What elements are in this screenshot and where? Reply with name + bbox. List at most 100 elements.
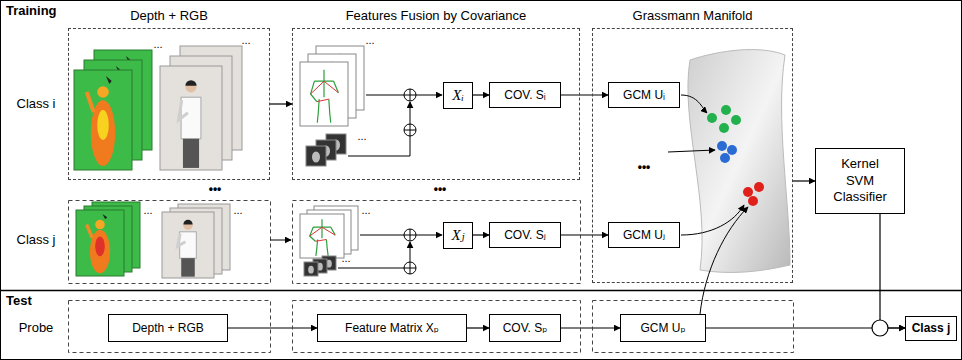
sum-symbol <box>404 89 416 101</box>
sum-symbol <box>404 229 416 241</box>
feature-wire <box>416 235 442 236</box>
rgb-face <box>183 221 192 230</box>
ellipsis-mark: ••• <box>434 183 447 196</box>
class-point <box>707 113 717 123</box>
panel-wire <box>270 240 291 241</box>
class-point <box>743 187 753 197</box>
panel-heading: Grassmann Manifold <box>593 8 792 24</box>
skeleton-frame <box>300 62 348 126</box>
feature-wire <box>366 95 404 96</box>
depth-arm <box>87 225 93 238</box>
depth-mark <box>106 76 112 84</box>
covariance-box: COV. Sₚ <box>489 314 561 342</box>
ellipsis-mark: ... <box>365 34 374 46</box>
skeleton-lines <box>311 70 339 123</box>
depth-head <box>97 86 109 98</box>
sum-symbol <box>404 89 416 101</box>
flow-arrow <box>793 180 815 181</box>
class-point <box>717 141 727 151</box>
feature-wire <box>410 242 411 262</box>
manifold-panel: GCM UᵢGCM UⱼGrassmann Manifold <box>592 28 793 283</box>
flow-arrow <box>561 234 608 235</box>
ellipsis-mark: ... <box>361 204 370 216</box>
flow-arrow <box>467 327 489 328</box>
dashed-panel <box>293 301 581 353</box>
mapping-arrow <box>681 95 707 113</box>
hand-patch <box>306 146 326 166</box>
rgb-hair <box>183 220 192 225</box>
ellipsis-mark: ... <box>241 34 250 46</box>
box-label: Feature Matrix Xₚ <box>345 321 439 336</box>
sum-symbol <box>404 124 416 136</box>
box-label: GCM Uⱼ <box>623 228 665 243</box>
row-label: Probe <box>19 321 54 335</box>
gcm-box: GCM Uᵢ <box>608 82 680 108</box>
gcm-box: GCM Uₚ <box>620 314 706 342</box>
section-separator <box>0 290 962 292</box>
flow-arrow <box>473 94 489 95</box>
ellipsis-mark: ••• <box>638 161 651 174</box>
box-label: Depth + RGB <box>132 321 204 336</box>
input-panel: Depth + RGB <box>68 28 270 180</box>
rgb-hair <box>185 80 196 86</box>
class-point <box>721 105 731 115</box>
row-label: Class i <box>16 97 55 111</box>
rgb-frame <box>160 66 222 170</box>
row-label: Class j <box>16 233 55 247</box>
result-box: Class j <box>905 316 957 341</box>
box-label: Class j <box>912 321 951 336</box>
class-point <box>720 153 730 163</box>
mapping-arrow <box>681 205 744 235</box>
feature-wire <box>338 268 404 269</box>
rgb-trousers <box>183 139 199 168</box>
ellipsis-mark: ... <box>357 130 366 142</box>
box-label: COV. Sⱼ <box>504 228 546 243</box>
ellipsis-mark: ... <box>153 38 162 50</box>
ellipsis-mark: ... <box>341 252 350 264</box>
class-point <box>727 145 737 155</box>
depth-mark <box>102 214 107 219</box>
class-point <box>731 115 741 125</box>
feature-matrix-box: Xᵢ <box>443 82 473 109</box>
skeleton-frame <box>300 214 344 258</box>
dashed-panel <box>593 301 794 353</box>
hand-patch <box>304 262 318 276</box>
box-label: COV. Sᵢ <box>504 88 545 103</box>
gcm-box: GCM Uⱼ <box>608 222 680 248</box>
hand-shape <box>312 151 320 162</box>
depth-core <box>97 110 109 140</box>
covariance-box: COV. Sⱼ <box>489 222 561 248</box>
flow-arrow <box>561 94 608 95</box>
rgb-frame <box>162 212 214 278</box>
grassmann-manifold <box>688 50 790 273</box>
mapping-arrow <box>668 150 715 152</box>
box-label: GCM Uₚ <box>640 321 685 336</box>
skeleton-lines <box>310 227 336 241</box>
rgb-arm <box>179 100 188 120</box>
class-point <box>719 123 729 133</box>
depth-head <box>95 220 105 230</box>
sum-symbol <box>404 262 416 274</box>
ellipsis-mark: ... <box>233 204 242 216</box>
depth-frame <box>74 70 132 170</box>
sum-symbol <box>404 262 416 274</box>
flow-arrow <box>270 103 292 104</box>
feature-wire <box>348 136 410 156</box>
feature-wire <box>410 102 411 124</box>
feature-wire <box>360 235 404 236</box>
sum-symbol <box>404 229 416 241</box>
class-point <box>754 182 764 192</box>
section-title: Test <box>6 294 32 308</box>
dashed-panel <box>69 301 271 353</box>
rgb-arm <box>178 234 186 247</box>
box-label: GCM Uᵢ <box>623 88 665 103</box>
dashed-panel <box>293 201 581 284</box>
feature-wire <box>416 95 442 96</box>
depth-frame <box>76 210 124 276</box>
rgb-trousers <box>181 258 195 276</box>
depth-arm <box>87 92 94 112</box>
sum-symbol <box>404 124 416 136</box>
feature-matrix-box: Xⱼ <box>443 222 473 249</box>
